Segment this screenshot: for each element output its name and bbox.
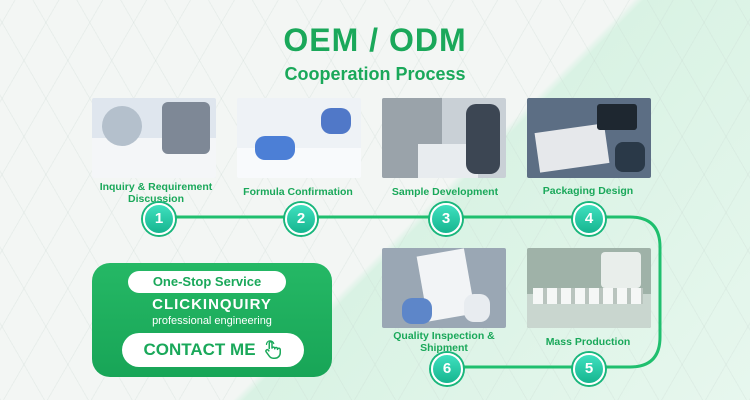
hand-pointer-icon [264,340,281,359]
brand-tagline: professional engineering [152,315,272,327]
step-4-photo [527,98,651,178]
brand-name: CLICKINQUIRY [152,296,272,313]
step-4-badge: 4 [573,203,605,235]
step-1-label: Inquiry & Requirement Discussion [99,181,213,205]
step-2-photo [237,98,361,178]
contact-me-label: CONTACT ME [143,340,256,359]
step-2-label: Formula Confirmation [243,186,353,198]
page-title: OEM / ODM [283,22,467,58]
step-3-label: Sample Development [391,186,499,198]
step-5-label: Mass Production [545,336,631,348]
step-4-label: Packaging Design [542,185,634,197]
step-1-photo [92,98,216,178]
step-1-badge: 1 [143,203,175,235]
step-3-photo [382,98,506,178]
step-6-label: Quality Inspection & Shipment [393,330,495,354]
step-6-badge: 6 [431,353,463,385]
step-6-photo [382,248,506,328]
step-2-badge: 2 [285,203,317,235]
page-subtitle: Cooperation Process [284,64,466,84]
step-5-badge: 5 [573,353,605,385]
step-5-photo [527,248,651,328]
step-3-badge: 3 [430,203,462,235]
contact-me-button[interactable]: CONTACT ME [122,333,304,367]
service-badge: One-Stop Service [128,271,286,293]
service-card: One-Stop Service CLICKINQUIRY profession… [92,263,332,377]
